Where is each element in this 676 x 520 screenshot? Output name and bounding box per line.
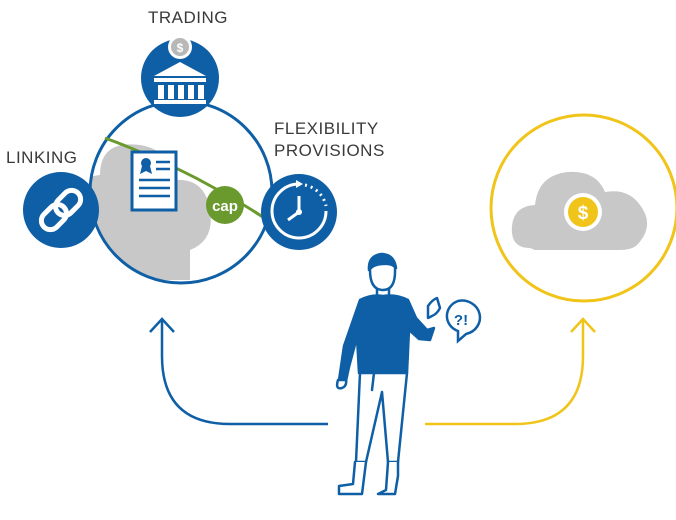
linking-label: LINKING — [6, 148, 78, 167]
bank-icon: $ — [141, 35, 219, 117]
flexibility-label-line2: PROVISIONS — [274, 141, 385, 160]
right-system-circle: $ — [489, 113, 676, 303]
flexibility-label-line1: FLEXIBILITY — [274, 119, 379, 138]
yellow-arrow — [425, 317, 596, 426]
person-figure — [335, 252, 442, 496]
svg-text:cap: cap — [212, 198, 238, 215]
svg-text:$: $ — [177, 41, 184, 55]
clock-icon — [261, 174, 337, 250]
certificate-icon — [130, 150, 178, 212]
svg-text:?!: ?! — [454, 312, 468, 329]
blue-arrow — [149, 317, 328, 426]
cap-badge: cap — [206, 186, 244, 224]
dollar-coin-icon: $ — [564, 193, 602, 231]
trading-label: TRADING — [148, 8, 228, 27]
chain-link-icon — [23, 172, 99, 248]
flexibility-provisions-label: FLEXIBILITY PROVISIONS — [274, 118, 394, 162]
speech-bubble-icon: ?! — [445, 299, 482, 344]
svg-text:$: $ — [578, 203, 589, 224]
